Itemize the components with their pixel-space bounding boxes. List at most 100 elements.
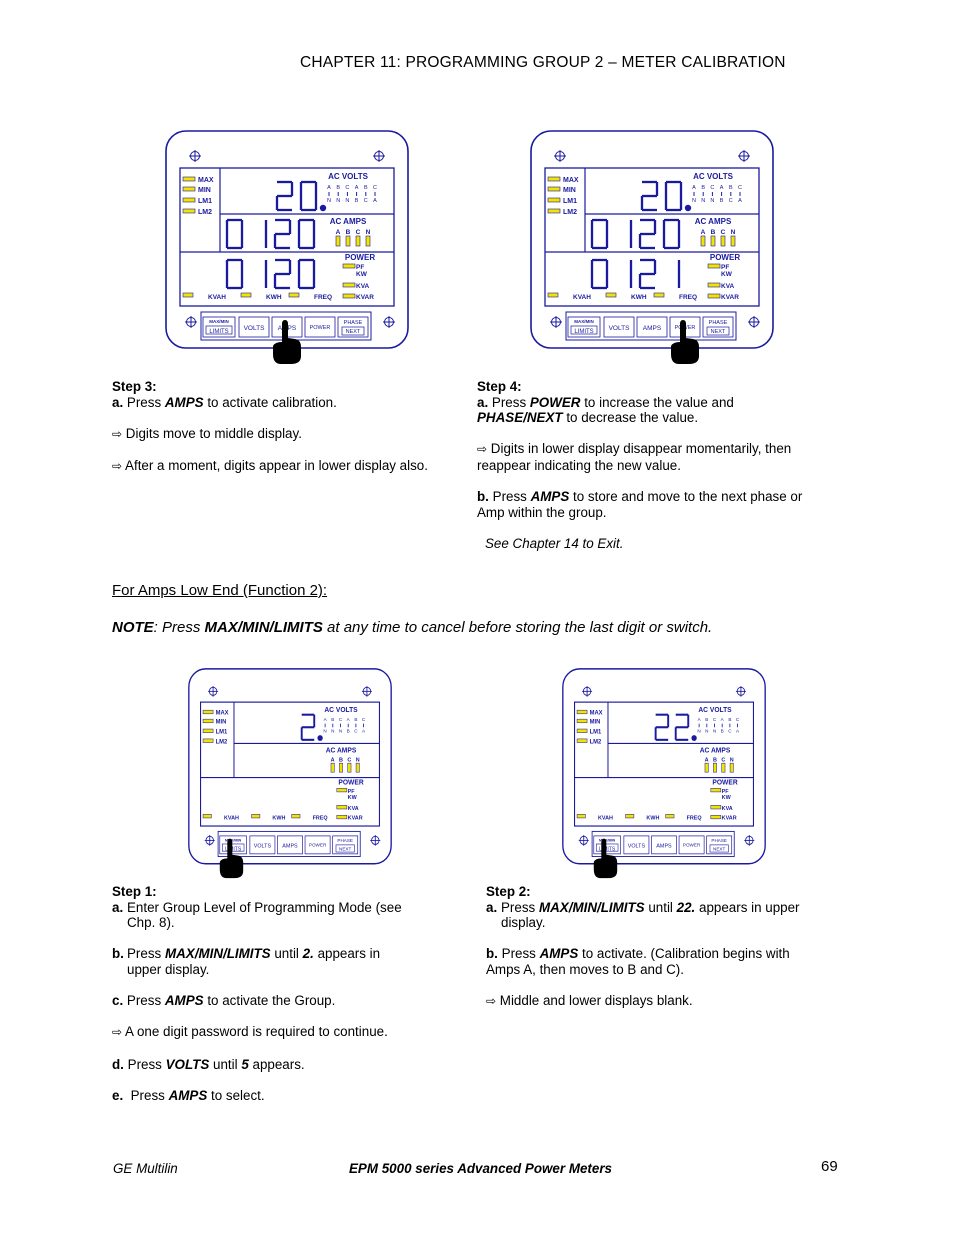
amps-led — [720, 235, 726, 247]
limits-text: LIMITS — [209, 329, 228, 335]
indicator-led — [182, 197, 196, 203]
next-frame — [709, 844, 729, 853]
meter-bezel — [530, 130, 774, 349]
step4-b-label: b. — [477, 489, 489, 505]
amps-phase-label: A — [336, 229, 341, 236]
step4-b-key: AMPS — [530, 489, 570, 505]
indicator-led — [547, 176, 561, 182]
step4-a-mid: to increase the value and — [584, 394, 734, 410]
amps-phase-label: N — [366, 229, 371, 236]
kwh-label: KWH — [266, 294, 282, 301]
volts-phase-label: A — [347, 717, 351, 723]
next-text: NEXT — [346, 329, 361, 335]
volts-phase-label: A — [721, 717, 725, 723]
note-label: NOTE — [112, 619, 154, 636]
amps-phase-label: A — [701, 229, 706, 236]
indicator-led — [547, 186, 561, 192]
amps-text: AMPS — [282, 843, 298, 849]
step1-b-press: Press — [127, 946, 162, 962]
amps-button — [277, 835, 303, 855]
freq-label: FREQ — [679, 294, 697, 301]
kvar-label: KVAR — [722, 816, 737, 822]
volts-phase-label: A — [720, 185, 724, 191]
volts-ref-label: N — [705, 729, 709, 735]
amps-led — [710, 235, 716, 247]
volts-ref-label: A — [362, 729, 366, 735]
step1-e-key: AMPS — [168, 1087, 208, 1103]
max-indicator: MAX — [590, 711, 603, 717]
kvah-label: KVAH — [208, 294, 226, 301]
volts-text: VOLTS — [254, 843, 272, 849]
amps-led — [721, 762, 726, 773]
step1-b-label: b. — [112, 946, 124, 962]
step1-a-text: Enter Group Level of Programming Mode (s… — [127, 899, 402, 931]
amps-phase-label: C — [347, 757, 351, 763]
volts-ref-label: N — [336, 198, 340, 204]
pf-label: PF — [348, 789, 355, 795]
volts-ref-label: N — [327, 198, 331, 204]
step2-a-label: a. — [486, 899, 498, 915]
volts-ref-label: N — [331, 729, 335, 735]
amps-phase-label: A — [705, 757, 709, 763]
pointing-hand-icon — [593, 838, 618, 879]
amps-phase-label: N — [356, 757, 360, 763]
pointing-hand-icon — [273, 320, 301, 364]
indicator-led — [182, 208, 196, 214]
volts-phase-label: C — [345, 185, 349, 191]
pf-label: PF — [721, 264, 729, 271]
power-button — [678, 835, 705, 855]
volts-text: VOLTS — [609, 325, 630, 332]
step2-a-val: 22. — [676, 899, 696, 915]
next-text: NEXT — [339, 846, 351, 852]
power-led — [707, 282, 721, 288]
step1-c-press: Press — [126, 993, 162, 1009]
power-button — [304, 316, 336, 338]
volts-ref-label: B — [720, 198, 724, 204]
amps-led — [365, 235, 371, 247]
kwh-label: KWH — [272, 816, 285, 822]
max-min-limits-button — [202, 316, 236, 338]
volts-phase-label: C — [736, 717, 740, 723]
ac-amps-label: AC AMPS — [330, 217, 367, 226]
phase-text: PHASE — [709, 320, 728, 326]
amps-text: AMPS — [656, 843, 672, 849]
power-led — [342, 293, 356, 299]
kw-label: KW — [356, 271, 368, 278]
volts-phase-label: C — [362, 717, 366, 723]
volts-button — [249, 835, 276, 855]
volts-ref-label: A — [373, 198, 377, 204]
power-label: POWER — [338, 780, 363, 787]
indicator-led — [202, 709, 214, 715]
maxmin-text: MAX/MIN — [599, 837, 615, 842]
step1-e-press: Press — [130, 1087, 165, 1103]
step1-c-rest: to activate the Group. — [207, 993, 336, 1009]
max-indicator: MAX — [563, 177, 579, 184]
maxmin-text: MAX/MIN — [209, 319, 229, 324]
volts-phase-label: B — [701, 185, 705, 191]
amps-phase-label: C — [721, 757, 725, 763]
step1-e-label: e. — [112, 1087, 124, 1103]
phase-text: PHASE — [344, 320, 363, 326]
amps-led — [730, 235, 736, 247]
indicator-led — [547, 208, 561, 214]
pf-label: PF — [356, 264, 364, 271]
kw-label: KW — [348, 795, 358, 801]
step2-arrow: Middle and lower displays blank. — [499, 993, 693, 1009]
amps-led — [713, 762, 717, 773]
phase-text: PHASE — [337, 838, 353, 844]
indicator-led — [202, 728, 214, 733]
kvar-label: KVAR — [356, 294, 374, 301]
step3-title: Step 3: — [112, 379, 157, 394]
bottom-led — [547, 292, 559, 298]
bottom-led — [605, 292, 617, 298]
volts-phase-label: C — [710, 185, 714, 191]
volts-text: VOLTS — [628, 843, 646, 849]
lm1-indicator: LM1 — [563, 198, 577, 205]
step1-d-val: 5 — [241, 1056, 249, 1072]
step2-a-until: until — [648, 899, 673, 915]
amps-phase-label: N — [731, 229, 736, 236]
bottom-led — [576, 814, 586, 819]
pf-label: PF — [722, 789, 729, 795]
